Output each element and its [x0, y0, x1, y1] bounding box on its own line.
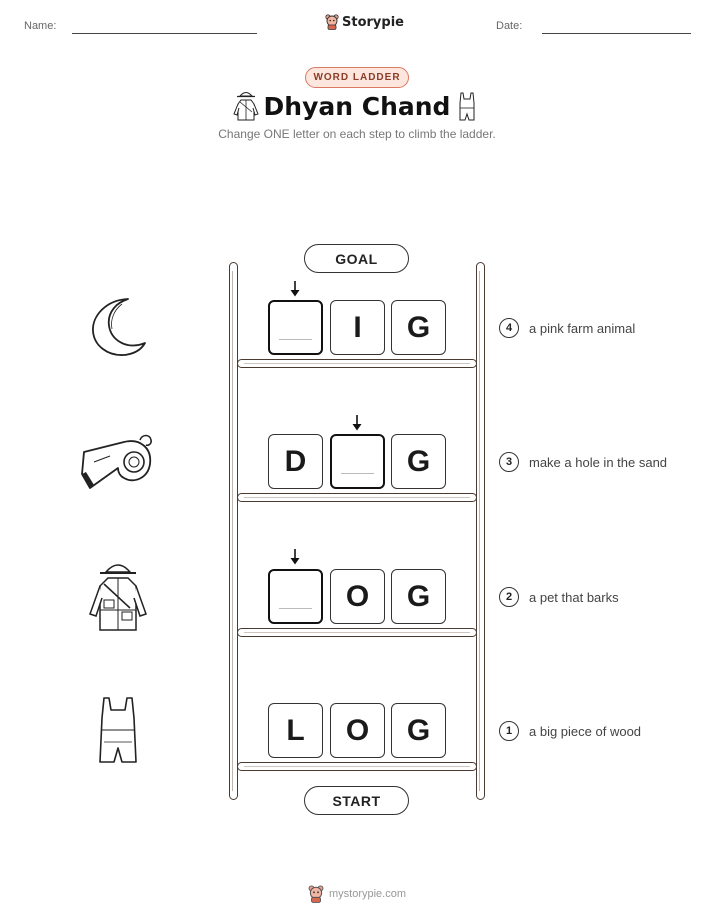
worksheet-type-badge: WORD LADDER: [305, 67, 409, 88]
letter-tile-input[interactable]: [330, 434, 385, 489]
letter-tile-input[interactable]: [268, 569, 323, 624]
ladder-rung: [237, 359, 477, 368]
safari-uniform-icon: [89, 564, 147, 631]
date-field[interactable]: [542, 33, 691, 34]
name-label: Name:: [24, 20, 57, 32]
step-number: 1: [499, 721, 519, 741]
footer-url: mystorypie.com: [328, 888, 407, 900]
footer: mystorypie.com: [0, 885, 714, 903]
clue-text: a pink farm animal: [529, 320, 636, 336]
ladder-left-rail: [229, 262, 238, 800]
clue: 1 a big piece of wood: [499, 721, 641, 741]
letter-tile: G: [391, 300, 446, 355]
clue-text: make a hole in the sand: [529, 454, 668, 470]
name-field[interactable]: [72, 33, 257, 34]
storypie-mascot-icon: [308, 885, 324, 903]
clue: 3 make a hole in the sand: [499, 452, 667, 472]
crescent-moon-icon: [92, 298, 146, 356]
clue-text: a pet that barks: [529, 589, 619, 605]
letter-tile: G: [391, 569, 446, 624]
goal-label: GOAL: [304, 244, 409, 273]
ladder-rung: [237, 762, 477, 771]
change-arrow-icon: [290, 281, 300, 297]
clue: 4 a pink farm animal: [499, 318, 635, 338]
start-label: START: [304, 786, 409, 815]
instructions: Change ONE letter on each step to climb …: [218, 127, 496, 141]
step-number: 2: [499, 587, 519, 607]
clue: 2 a pet that barks: [499, 587, 619, 607]
date-label: Date:: [496, 20, 523, 32]
brand-name: Storypie: [342, 14, 404, 30]
step-number: 3: [499, 452, 519, 472]
clue-text: a big piece of wood: [529, 723, 642, 739]
ladder-right-rail: [476, 262, 485, 800]
letter-tile: G: [391, 703, 446, 758]
storypie-mascot-icon: [325, 14, 339, 30]
letter-tile-input[interactable]: [268, 300, 323, 355]
singlet-icon: [99, 697, 137, 763]
letter-tile: D: [268, 434, 323, 489]
letter-tile: O: [330, 703, 385, 758]
singlet-title-icon: [459, 92, 475, 121]
change-arrow-icon: [290, 549, 300, 565]
safari-uniform-title-icon: [233, 92, 259, 121]
letter-tile: G: [391, 434, 446, 489]
letter-tile: O: [330, 569, 385, 624]
step-number: 4: [499, 318, 519, 338]
page-title: Dhyan Chand: [263, 92, 451, 121]
letter-tile: L: [268, 703, 323, 758]
whistle-icon: [81, 434, 152, 489]
ladder-rung: [237, 628, 477, 637]
ladder-rung: [237, 493, 477, 502]
brand-logo: Storypie: [325, 14, 404, 30]
change-arrow-icon: [352, 415, 362, 431]
letter-tile: I: [330, 300, 385, 355]
